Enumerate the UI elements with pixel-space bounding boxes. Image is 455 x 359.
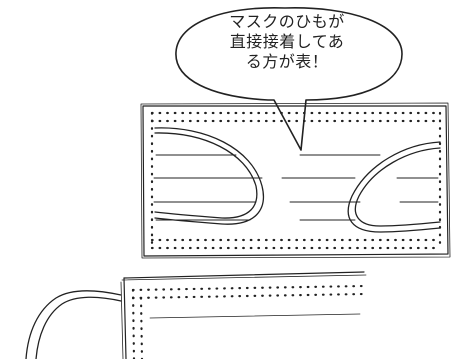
mask-detail-outline [120, 271, 367, 359]
speech-bubble-outline [175, 7, 403, 151]
mask-front-stitching [150, 111, 442, 250]
speech-bubble-line: 直接接着してあ [229, 32, 345, 51]
mask-detail-ear-loop [25, 290, 122, 359]
speech-bubble-line: る方が表！ [245, 52, 329, 71]
mask-front-pleats [153, 154, 439, 221]
speech-bubble-line: マスクのひもが [229, 12, 345, 31]
speech-bubble-text: マスクのひもが 直接接着してあ る方が表！ [196, 12, 378, 72]
mask-right-ear-loop [347, 141, 441, 233]
mask-left-ear-loop [154, 127, 264, 225]
mask-detail-pleat [149, 313, 361, 319]
mask-detail-stitching [131, 284, 366, 359]
mask-front-outline [140, 102, 451, 259]
